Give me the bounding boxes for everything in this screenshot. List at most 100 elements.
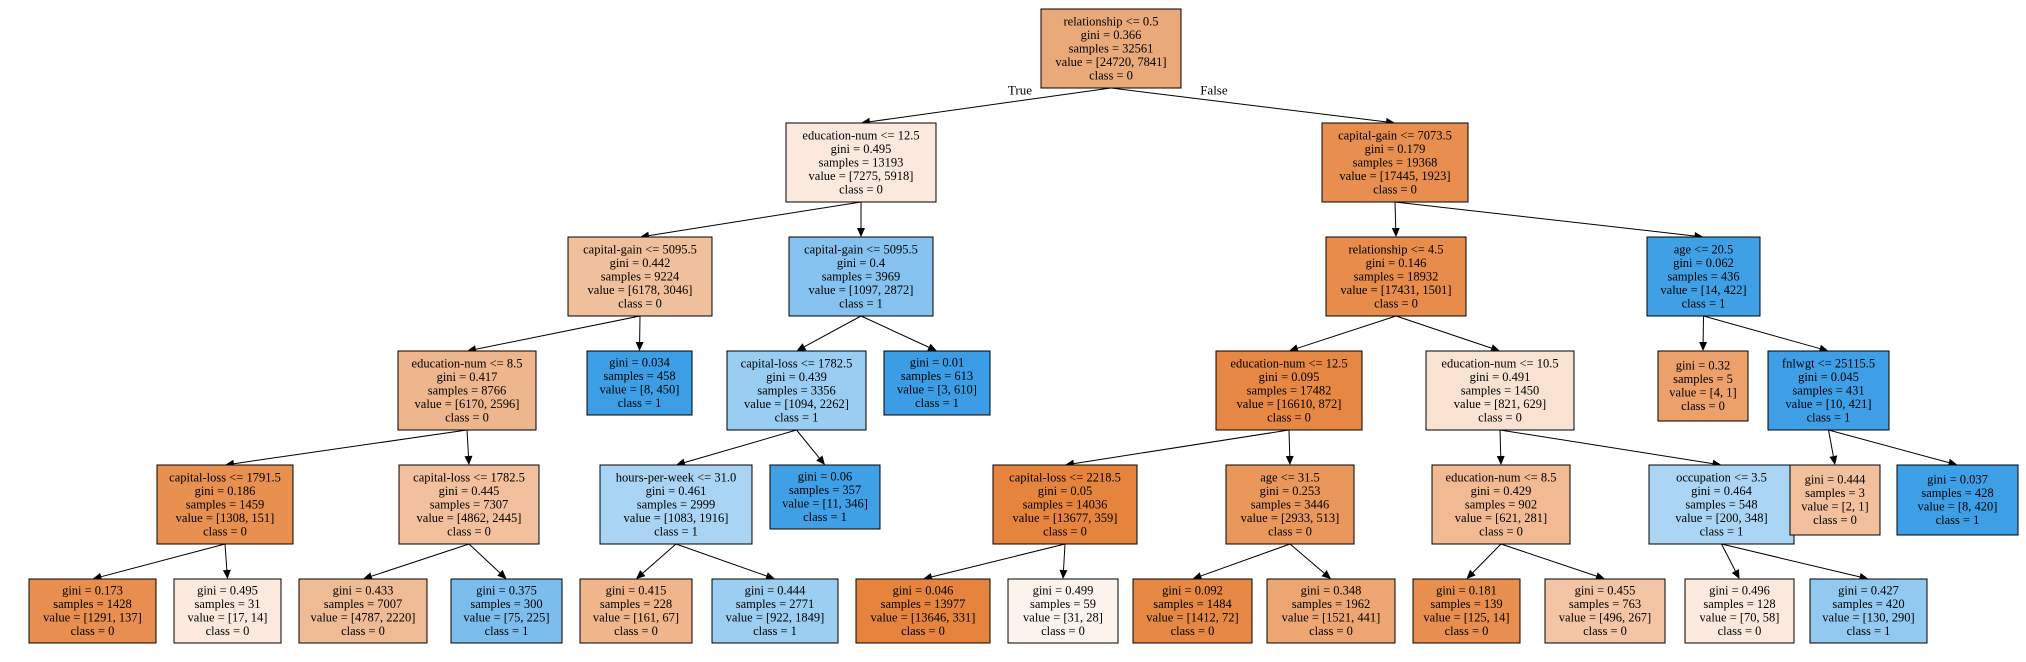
node-text-line: samples = 3446 xyxy=(1251,497,1330,511)
edge-arrowhead xyxy=(1829,455,1838,465)
node-text-line: samples = 17482 xyxy=(1247,383,1332,397)
node-text-line: value = [8, 450] xyxy=(600,383,680,397)
node-box xyxy=(1896,464,2019,536)
node-text-line: value = [1097, 2872] xyxy=(809,283,914,297)
node-box xyxy=(711,578,839,644)
node-text-line: class = 1 xyxy=(618,396,662,410)
node-text-line: class = 0 xyxy=(839,182,883,196)
tree-edge xyxy=(1395,315,1492,349)
node-text-line: samples = 1428 xyxy=(53,597,132,611)
node-text-line: class = 1 xyxy=(485,624,529,638)
node-text-line: class = 0 xyxy=(1681,399,1725,413)
node-text-line: value = [2, 1] xyxy=(1801,500,1868,514)
node-text-line: gini = 0.461 xyxy=(646,484,707,498)
edge-arrowhead xyxy=(796,343,807,351)
node-text-line: samples = 3969 xyxy=(822,269,901,283)
edge-arrowhead xyxy=(676,458,686,467)
node-box xyxy=(1544,578,1666,644)
node-text-line: samples = 31 xyxy=(194,597,260,611)
node-box xyxy=(785,122,937,203)
node-text-line: samples = 2999 xyxy=(637,497,716,511)
edge-arrowhead xyxy=(1731,569,1740,579)
edge-arrowhead xyxy=(1490,344,1500,352)
node-text-line: gini = 0.32 xyxy=(1676,359,1731,373)
node-text-line: gini = 0.375 xyxy=(476,584,537,598)
node-text-line: class = 1 xyxy=(839,296,883,310)
tree-edge xyxy=(804,315,862,348)
node-text-line: value = [1308, 151] xyxy=(176,511,275,525)
node-box xyxy=(1648,464,1795,545)
tree-edge xyxy=(1500,543,1597,577)
node-text-line: class = 1 xyxy=(775,410,819,424)
tree-edge xyxy=(1721,543,1860,578)
node-text-line: gini = 0.445 xyxy=(439,484,500,498)
node-text-line: samples = 2771 xyxy=(736,597,815,611)
node-text-line: education-num <= 8.5 xyxy=(1446,470,1557,484)
node-text-line: gini = 0.433 xyxy=(333,584,394,598)
node-text-line: samples = 1484 xyxy=(1153,597,1232,611)
node-text-line: gini = 0.06 xyxy=(798,470,853,484)
edge-arrowhead xyxy=(1391,227,1400,237)
node-box xyxy=(1412,578,1521,644)
node-text-line: value = [11, 346] xyxy=(782,497,868,511)
node-box xyxy=(156,464,294,545)
node-text-line: samples = 1962 xyxy=(1292,597,1371,611)
node-text-line: value = [6178, 3046] xyxy=(588,283,693,297)
node-text-line: value = [24720, 7841] xyxy=(1055,55,1166,69)
node-text-line: class = 0 xyxy=(1445,624,1489,638)
edge-arrowhead xyxy=(635,341,644,351)
node-text-line: value = [7275, 5918] xyxy=(809,169,914,183)
node-box xyxy=(579,578,693,644)
node-text-line: class = 0 xyxy=(1089,68,1133,82)
edge-arrowhead xyxy=(1818,344,1829,353)
node-text-line: class = 1 xyxy=(1807,410,1851,424)
node-text-line: gini = 0.427 xyxy=(1838,584,1899,598)
node-text-line: value = [4, 1] xyxy=(1669,386,1736,400)
node-text-line: gini = 0.05 xyxy=(1038,484,1093,498)
node-text-line: class = 0 xyxy=(1309,624,1353,638)
node-box xyxy=(398,464,540,545)
tree-edge xyxy=(869,87,1112,123)
node-box xyxy=(1040,8,1182,89)
edge-arrowhead xyxy=(1595,572,1605,580)
node-box xyxy=(1132,578,1253,644)
node-text-line: gini = 0.253 xyxy=(1260,484,1321,498)
node-text-line: class = 0 xyxy=(1583,624,1627,638)
node-text-line: gini = 0.01 xyxy=(910,356,965,370)
node-text-line: samples = 357 xyxy=(789,483,861,497)
node-text-line: capital-loss <= 2218.5 xyxy=(1009,470,1121,484)
tree-edge xyxy=(642,543,677,574)
node-text-line: relationship <= 4.5 xyxy=(1349,242,1444,256)
node-box xyxy=(769,464,881,530)
edge-arrowhead xyxy=(1059,569,1068,579)
node-box xyxy=(298,578,428,644)
tree-edge xyxy=(860,315,930,348)
node-text-line: samples = 763 xyxy=(1569,597,1641,611)
tree-edge xyxy=(101,543,226,578)
node-text-line: gini = 0.429 xyxy=(1471,484,1532,498)
node-box xyxy=(1266,578,1396,644)
node-box xyxy=(1767,350,1890,431)
node-box xyxy=(28,578,157,644)
node-box xyxy=(1225,464,1355,545)
node-text-line: class = 1 xyxy=(1936,513,1980,527)
node-text-line: samples = 300 xyxy=(470,597,542,611)
node-text-line: samples = 5 xyxy=(1673,372,1733,386)
node-text-line: samples = 7007 xyxy=(324,597,403,611)
tree-edge xyxy=(1063,543,1066,571)
node-text-line: gini = 0.095 xyxy=(1259,370,1320,384)
node-text-line: gini = 0.495 xyxy=(197,584,258,598)
node-text-line: value = [125, 14] xyxy=(1423,611,1509,625)
node-text-line: gini = 0.034 xyxy=(609,356,671,370)
